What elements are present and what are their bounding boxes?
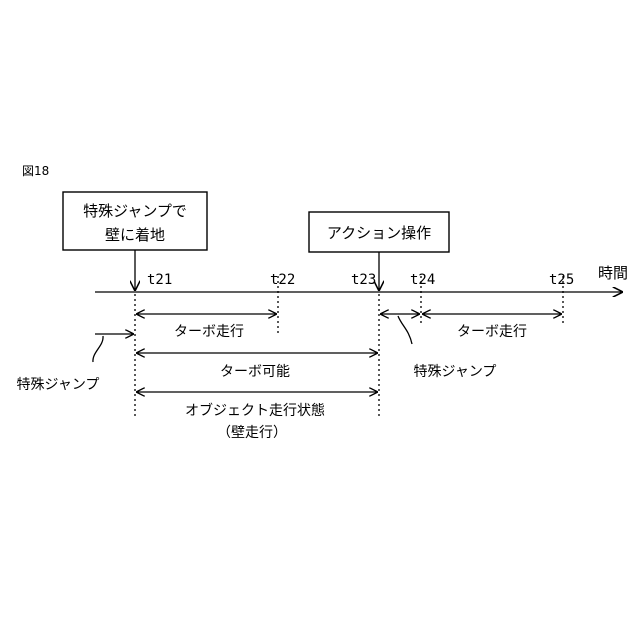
interval-turbo-possible-label: ターボ可能	[220, 364, 290, 380]
tick-label-t24: t24	[410, 272, 435, 288]
special-jump-2-leader	[398, 316, 412, 344]
interval-object-run-state-label: オブジェクト走行状態	[185, 402, 325, 419]
time-axis-label: 時間	[598, 264, 628, 282]
interval-object-run-state-sublabel: （壁走行）	[217, 425, 287, 441]
special-jump-1-leader	[93, 336, 103, 362]
special-jump-2-label: 特殊ジャンプ	[414, 364, 497, 380]
event-box-wall-landing-line2: 壁に着地	[105, 226, 165, 244]
interval-turbo-run-2-label: ターボ走行	[457, 324, 527, 340]
event-box-action-operation-label: アクション操作	[327, 224, 431, 242]
event-box-wall-landing-line1: 特殊ジャンプで	[83, 202, 187, 220]
tick-label-t25: t25	[549, 272, 574, 288]
tick-label-t21: t21	[147, 272, 172, 288]
figure-label: 図18	[22, 164, 49, 178]
tick-label-t23: t23	[351, 272, 376, 288]
tick-label-t22: t22	[270, 272, 295, 288]
special-jump-1-label: 特殊ジャンプ	[17, 377, 100, 393]
interval-turbo-run-1-label: ターボ走行	[174, 324, 244, 340]
